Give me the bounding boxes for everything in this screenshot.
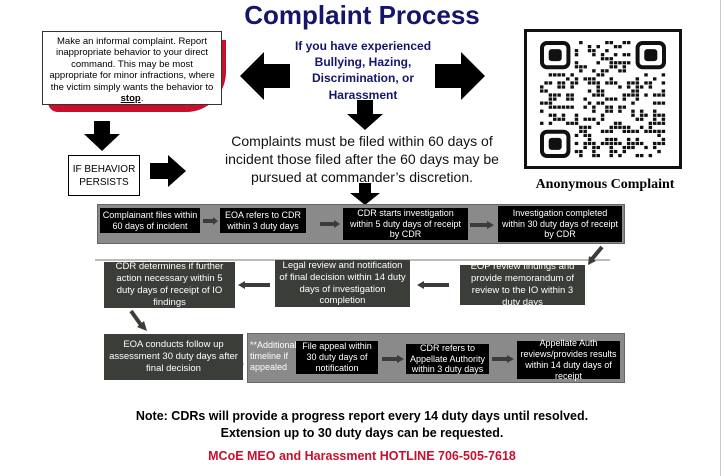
page-border	[720, 0, 721, 476]
step-box: EOP review findings and provide memorand…	[460, 261, 585, 308]
arrow-diagonal-icon	[588, 245, 604, 265]
arrow-right-icon	[470, 221, 494, 229]
qr-code[interactable]	[524, 29, 682, 169]
arrow-right-icon	[435, 52, 485, 100]
page-title: Complaint Process	[244, 0, 480, 30]
arrow-right-icon	[220, 360, 244, 368]
note-line-1: Note: CDRs will provide a progress repor…	[135, 409, 589, 423]
arrow-right-icon	[320, 220, 340, 228]
arrow-right-icon	[150, 155, 186, 187]
arrow-left-icon	[417, 281, 449, 289]
arrow-diagonal-icon	[129, 309, 147, 331]
qr-code-pattern	[540, 41, 666, 158]
arrow-left-icon	[240, 52, 290, 100]
qr-finder	[635, 41, 666, 70]
informal-text: Make an informal complaint. Report inapp…	[49, 36, 215, 93]
hotline-text: MCoE MEO and Harassment HOTLINE 706-505-…	[208, 449, 516, 463]
deadline-text: Complaints must be filed within 60 days …	[225, 133, 499, 186]
arrow-right-icon	[492, 355, 514, 363]
step-box: Legal review and notification of final d…	[275, 260, 410, 307]
qr-caption: Anonymous Complaint	[535, 177, 675, 192]
step-box: CDR refers to Appellate Authority within…	[406, 343, 489, 374]
arrow-down-icon	[350, 183, 380, 205]
question-text: If you have experienced Bullying, Hazing…	[294, 39, 432, 102]
arrow-down-icon	[84, 121, 120, 151]
informal-complaint-note: Make an informal complaint. Report inapp…	[42, 31, 222, 105]
step-box: Investigation completed within 30 duty d…	[498, 206, 622, 242]
arrow-left-icon	[238, 281, 270, 289]
qr-finder	[540, 129, 571, 158]
qr-finder	[540, 41, 571, 70]
progress-note: Note: CDRs will provide a progress repor…	[0, 408, 724, 442]
step-box: EOA conducts follow up assessment 30 dut…	[104, 334, 243, 380]
step-box: File appeal within 30 duty days of notif…	[296, 341, 378, 374]
informal-emphasis: stop	[120, 92, 141, 104]
step-box: CDR determines if further action necessa…	[104, 261, 235, 308]
behavior-persists-box: IF BEHAVIOR PERSISTS	[68, 155, 140, 196]
step-box: Appellate Auth reviews/provides results …	[517, 338, 620, 381]
arrow-down-icon	[347, 100, 383, 130]
informal-end: .	[140, 92, 144, 104]
additional-timeline-label: **Additional timeline if appealed	[250, 340, 297, 372]
note-line-2: Extension up to 30 duty days can be requ…	[220, 425, 504, 440]
step-box: CDR starts investigation within 5 duty d…	[343, 208, 468, 240]
step-box: EOA refers to CDR within 3 duty days	[220, 208, 306, 233]
step-box: Complainant files within 60 days of inci…	[100, 208, 200, 233]
arrow-right-icon	[382, 355, 404, 363]
arrow-right-icon	[203, 217, 218, 225]
